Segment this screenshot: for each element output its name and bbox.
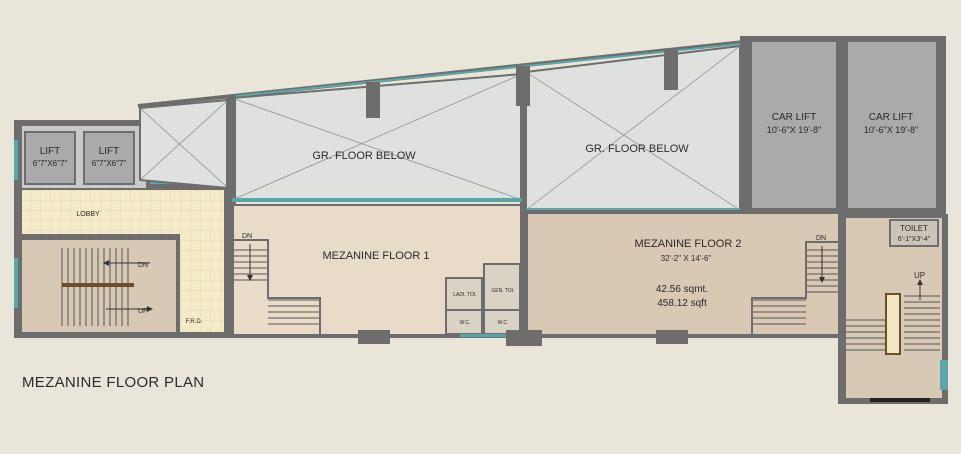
- mezanine-1-area: [228, 204, 526, 344]
- car-lift-2-size: 10'-6"X 19'-8": [864, 125, 918, 135]
- mezanine-1-label: MEZANINE FLOOR 1: [323, 250, 430, 262]
- car-lift-1-name: CAR LIFT: [772, 112, 816, 123]
- lift-1-name: LIFT: [40, 146, 61, 157]
- void-area: [137, 40, 745, 340]
- lift-2-shaft: [83, 131, 135, 185]
- void-left-wedge: [139, 98, 229, 190]
- mezanine-2-dims: 32'-2" X 14'-6": [661, 254, 712, 263]
- car-lift-2-name: CAR LIFT: [869, 112, 913, 123]
- frd-floor: [180, 232, 224, 332]
- labels: LIFT 6"7"X6"7" LIFT 6"7"X6"7" LOBBY F.R.…: [33, 112, 931, 326]
- lift-2-size: 6"7"X6"7": [92, 159, 127, 168]
- car-lift-1-shaft: [752, 42, 836, 208]
- right-stair-up: UP: [914, 271, 925, 280]
- ladies-toilet-label: LADI. TOI.: [453, 292, 476, 298]
- mezanine-2-label: MEZANINE FLOOR 2: [635, 238, 742, 250]
- wc-2-label: W.C.: [498, 320, 509, 326]
- left-stair-dn: DN: [138, 262, 148, 269]
- lift-1-size: 6"7"X6"7": [33, 159, 68, 168]
- mez2-stair: [752, 249, 838, 325]
- toilet-room: [889, 219, 939, 247]
- left-stair-up: UP: [138, 308, 148, 315]
- car-lift-block: [740, 36, 946, 216]
- wc-1-label: W.C.: [460, 320, 471, 326]
- mez1-stair-dn: DN: [242, 233, 252, 240]
- mezanine-2-area: [506, 210, 842, 346]
- frd-label: F.R.D.: [186, 319, 203, 325]
- lobby-label: LOBBY: [76, 211, 100, 218]
- mezanine-2-floor: [528, 214, 838, 334]
- gr-floor-below-1-label: GR. FLOOR BELOW: [312, 150, 416, 162]
- lobby-floor: [22, 190, 224, 234]
- mezanine-2-area-sqmt: 42.56 sqmt.: [656, 284, 708, 295]
- right-stair-treads: [846, 295, 940, 351]
- mez1-stair: [234, 249, 320, 325]
- plan-title: MEZANINE FLOOR PLAN: [22, 374, 205, 391]
- mez2-stair-dn: DN: [816, 235, 826, 242]
- car-lift-2-shaft: [848, 42, 936, 208]
- lift-2-name: LIFT: [99, 146, 120, 157]
- right-core: [838, 214, 948, 404]
- toilet-name: TOILET: [900, 224, 928, 233]
- toilet-size: 6'-1"X3'-4": [898, 236, 931, 243]
- car-lift-1-size: 10'-6"X 19'-8": [767, 125, 821, 135]
- mezanine-2-area-sqft: 458.12 sqft: [657, 298, 707, 309]
- gr-floor-below-2-label: GR. FLOOR BELOW: [585, 143, 689, 155]
- lift-1-shaft: [24, 131, 76, 185]
- gents-toilet-label: GEN. TOI.: [491, 288, 514, 294]
